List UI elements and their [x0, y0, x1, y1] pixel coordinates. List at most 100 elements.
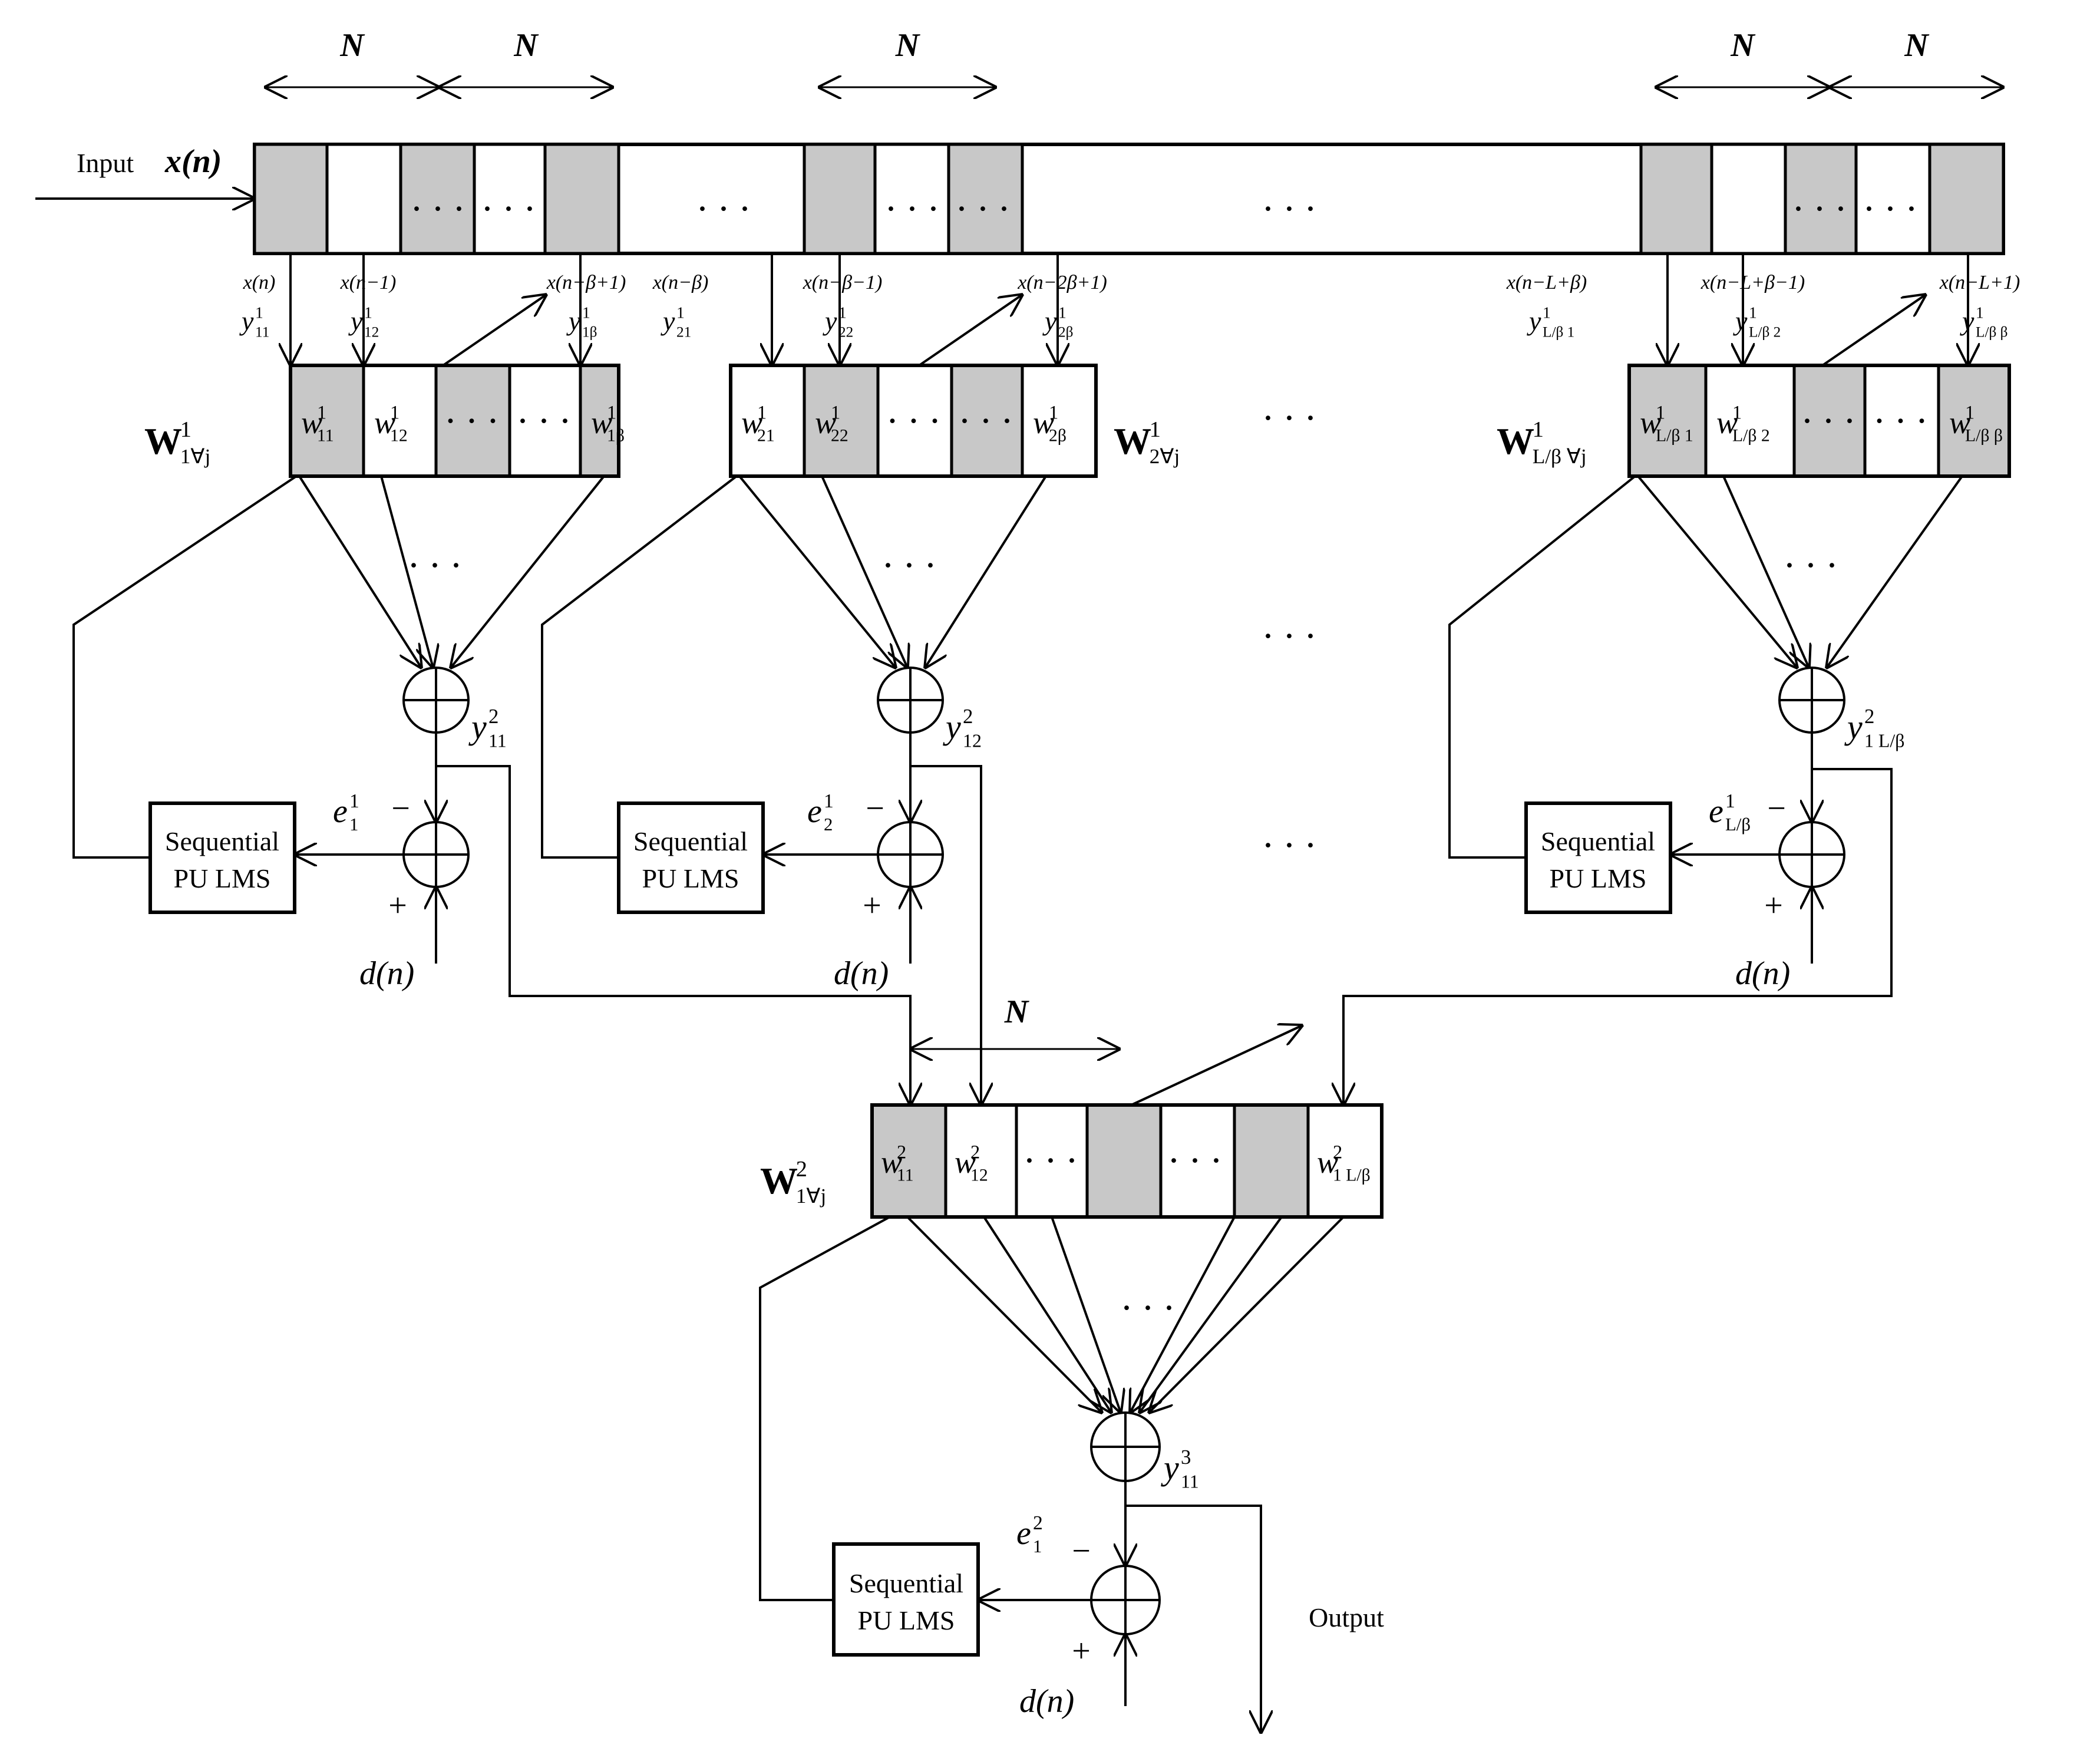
group1-lms-feedback — [72, 475, 298, 859]
group2-tap-y-2-sub: 2β — [1058, 324, 1074, 341]
delay-dots-5: · · · — [1263, 193, 1318, 225]
group1-tap-signal-2: x(n−β+1) — [546, 272, 626, 293]
stage2-cell-3 — [1085, 1103, 1163, 1219]
delay-cell-11 — [1854, 143, 1931, 255]
stage2-weight-0-sup: 2 — [897, 1142, 906, 1163]
delay-cell-1 — [325, 143, 402, 255]
stage2-fan-1 — [983, 1216, 1111, 1413]
stage2-lms-line1: Sequential — [849, 1568, 963, 1598]
group1-tap-y-0-sub: 11 — [255, 324, 269, 341]
group1-frame — [289, 364, 620, 478]
stage2-cell-5 — [1233, 1103, 1310, 1219]
group3-weight-0-base: w — [1640, 405, 1661, 440]
group1-fan-2 — [451, 475, 605, 668]
group2-plus: + — [863, 888, 881, 924]
group3-tap-y-2-sub: L/β β — [1976, 324, 2008, 341]
stage2-sum-output-base: y — [1161, 1449, 1179, 1487]
delay-cell-3 — [473, 143, 547, 255]
group3-error-base: e — [1709, 793, 1723, 830]
group3-minus: − — [1767, 790, 1786, 827]
group1-plus: + — [388, 888, 407, 924]
group2-weight-0-sup: 1 — [757, 403, 767, 424]
group3-cell-dots-b: · · · — [1874, 405, 1929, 437]
group1-lms-line1: Sequential — [165, 826, 279, 856]
delay-cell-8 — [1639, 143, 1713, 255]
group2-fan-2 — [925, 475, 1047, 668]
group2-lms-line1: Sequential — [633, 826, 748, 856]
group2-tap-y-1-sub: 22 — [838, 324, 853, 341]
stage2-weight-1-base: w — [955, 1144, 976, 1180]
group3-weight-0-sub: L/β 1 — [1656, 427, 1693, 446]
stage2-fan-dots: · · · — [1122, 1292, 1176, 1324]
group2-weight-4-sub: 2β — [1049, 427, 1066, 446]
group2-weight-0-base: w — [741, 405, 762, 440]
stage2-error-sub: 1 — [1033, 1536, 1042, 1556]
group3-weight-1-sub: L/β 2 — [1732, 427, 1770, 446]
group2-lms-box — [617, 801, 765, 914]
group1-cell-3 — [508, 364, 582, 478]
group2-tap-y-0-sub: 21 — [676, 324, 691, 341]
group2-error-sub: 2 — [824, 814, 833, 834]
stage2-weight-6-sub: 1 L/β — [1333, 1166, 1371, 1185]
group1-vector-sub: 1∀j — [180, 445, 210, 468]
stage2-cell-dots-a: · · · — [1025, 1145, 1079, 1176]
stage2-fan-5 — [1149, 1216, 1345, 1413]
delay-dots-4: · · · — [957, 193, 1011, 225]
stage2-desired: d(n) — [1019, 1683, 1074, 1720]
group1-error-sup: 1 — [349, 790, 359, 812]
group2-tap-y-0-base: y — [661, 306, 675, 336]
group1-error-base: e — [333, 793, 348, 830]
group1-vector: W11∀j — [144, 417, 210, 468]
group2-weight-0-sub: 21 — [757, 427, 775, 446]
stage2-fan-4 — [1140, 1216, 1283, 1413]
stage2-fan-0 — [906, 1216, 1102, 1413]
group2-tap-y-2-base: y — [1042, 306, 1057, 336]
delay-cell-7 — [947, 143, 1024, 255]
group1-weight-1-base: w — [374, 405, 395, 440]
group2-tap-y-1-base: y — [823, 306, 837, 336]
group2-tap-y-0-sup: 1 — [676, 303, 685, 321]
stage2-weight-6-base: w — [1317, 1144, 1338, 1180]
between-groups-dots-row2: · · · — [1263, 621, 1318, 652]
stage2-fan-2 — [1051, 1216, 1121, 1413]
group2-sum-output-sup: 2 — [963, 705, 973, 728]
group2-fan-dots: · · · — [883, 550, 937, 581]
group3-plus: + — [1764, 888, 1783, 924]
group3-lms-line2: PU LMS — [1550, 863, 1647, 893]
group1-weight-4-sub: 1β — [607, 427, 625, 446]
group2-weight-0: w1 21 — [741, 403, 775, 446]
group2-cell-dots-b: · · · — [960, 405, 1014, 437]
group1-tap-y-0-sup: 1 — [255, 303, 263, 321]
stage2-summer — [1090, 1411, 1161, 1482]
group1-weight-4-base: w — [591, 405, 612, 440]
group2-sum-output-sub: 12 — [963, 731, 982, 751]
group1-desired: d(n) — [359, 955, 414, 992]
group3-fan-1 — [1722, 476, 1809, 668]
group3-fan-0 — [1637, 475, 1797, 668]
group3-weight-4-base: w — [1949, 405, 1970, 440]
group2-cell-dots-a: · · · — [887, 405, 942, 437]
delay-cell-12 — [1928, 143, 2005, 255]
group3-weight-1-sup: 1 — [1732, 403, 1742, 424]
group1-tap-y-2-sup: 1 — [582, 303, 590, 321]
group2-weight-1-sup: 1 — [831, 403, 840, 424]
group1-weight-0-sub: 11 — [317, 427, 334, 446]
stage2-vector-sup: 2 — [796, 1157, 807, 1182]
group3-tap-y-0-sub: L/β 1 — [1543, 324, 1574, 341]
group3-weight-4: w1L/β β — [1949, 403, 2003, 446]
group1-minus: − — [391, 790, 410, 827]
